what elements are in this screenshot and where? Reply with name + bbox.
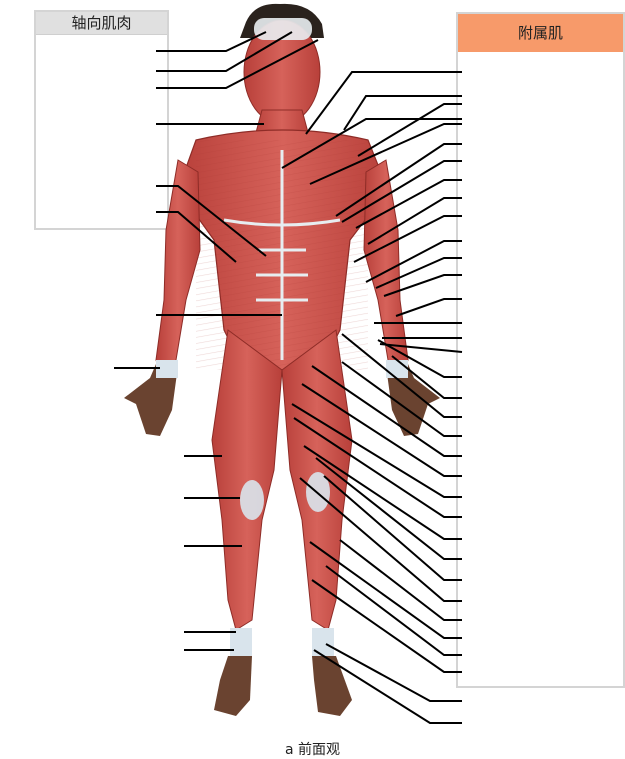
leader-line [367, 197, 462, 245]
axial-muscles-box: 轴向肌肉 [34, 10, 169, 230]
leader-line [325, 565, 462, 656]
leader-line [339, 539, 462, 621]
leader-line [353, 215, 462, 263]
leader-line [323, 475, 462, 581]
leader-line [156, 31, 293, 72]
leader-line [325, 643, 462, 702]
leader-line [156, 31, 267, 52]
knee-right [306, 472, 330, 512]
leader-line [375, 257, 462, 289]
leader-line [379, 343, 463, 353]
appendicular-muscles-box: 附属肌 [456, 12, 625, 688]
leader-line [291, 403, 462, 498]
leader-line [305, 71, 462, 135]
wrist-right [386, 360, 408, 378]
leader-line [311, 365, 462, 457]
leader-line [303, 445, 462, 540]
leader-line [281, 118, 462, 169]
leader-line [365, 240, 462, 283]
leader-line [341, 160, 462, 223]
leader-line [293, 417, 462, 518]
figure-caption: a 前面观 [284, 742, 341, 758]
leader-line [335, 143, 462, 217]
leg-left [211, 329, 283, 631]
leader-line [309, 123, 462, 185]
foot-right [312, 656, 352, 716]
hand-left [124, 364, 178, 436]
axial-muscles-title: 轴向肌肉 [36, 12, 167, 35]
abdominal-tendons [223, 150, 341, 360]
leader-line [299, 477, 462, 602]
leader-line [156, 39, 319, 89]
leader-line [355, 179, 462, 229]
ankle-right [312, 628, 334, 658]
leader-line [311, 579, 462, 673]
leader-line [343, 95, 462, 131]
leader-line [301, 383, 462, 477]
knee-left [240, 480, 264, 520]
leader-lines [114, 31, 463, 724]
wrist-left [156, 360, 178, 378]
ankle-left [230, 628, 252, 658]
body-figure [124, 3, 440, 716]
leader-line [391, 355, 462, 399]
leader-line [341, 333, 462, 418]
leader-line [309, 541, 462, 639]
leader-line [395, 298, 462, 317]
leader-line [383, 274, 462, 297]
leader-line [341, 361, 462, 437]
leader-line [313, 649, 462, 724]
appendicular-muscles-title: 附属肌 [458, 14, 623, 52]
leader-line [315, 457, 462, 560]
leader-line [156, 185, 267, 257]
arm-left [155, 159, 201, 373]
foot-left [214, 656, 252, 716]
leader-line [156, 211, 237, 263]
forehead-tendon [254, 18, 312, 40]
leader-line [377, 339, 462, 378]
leader-line [357, 103, 462, 157]
